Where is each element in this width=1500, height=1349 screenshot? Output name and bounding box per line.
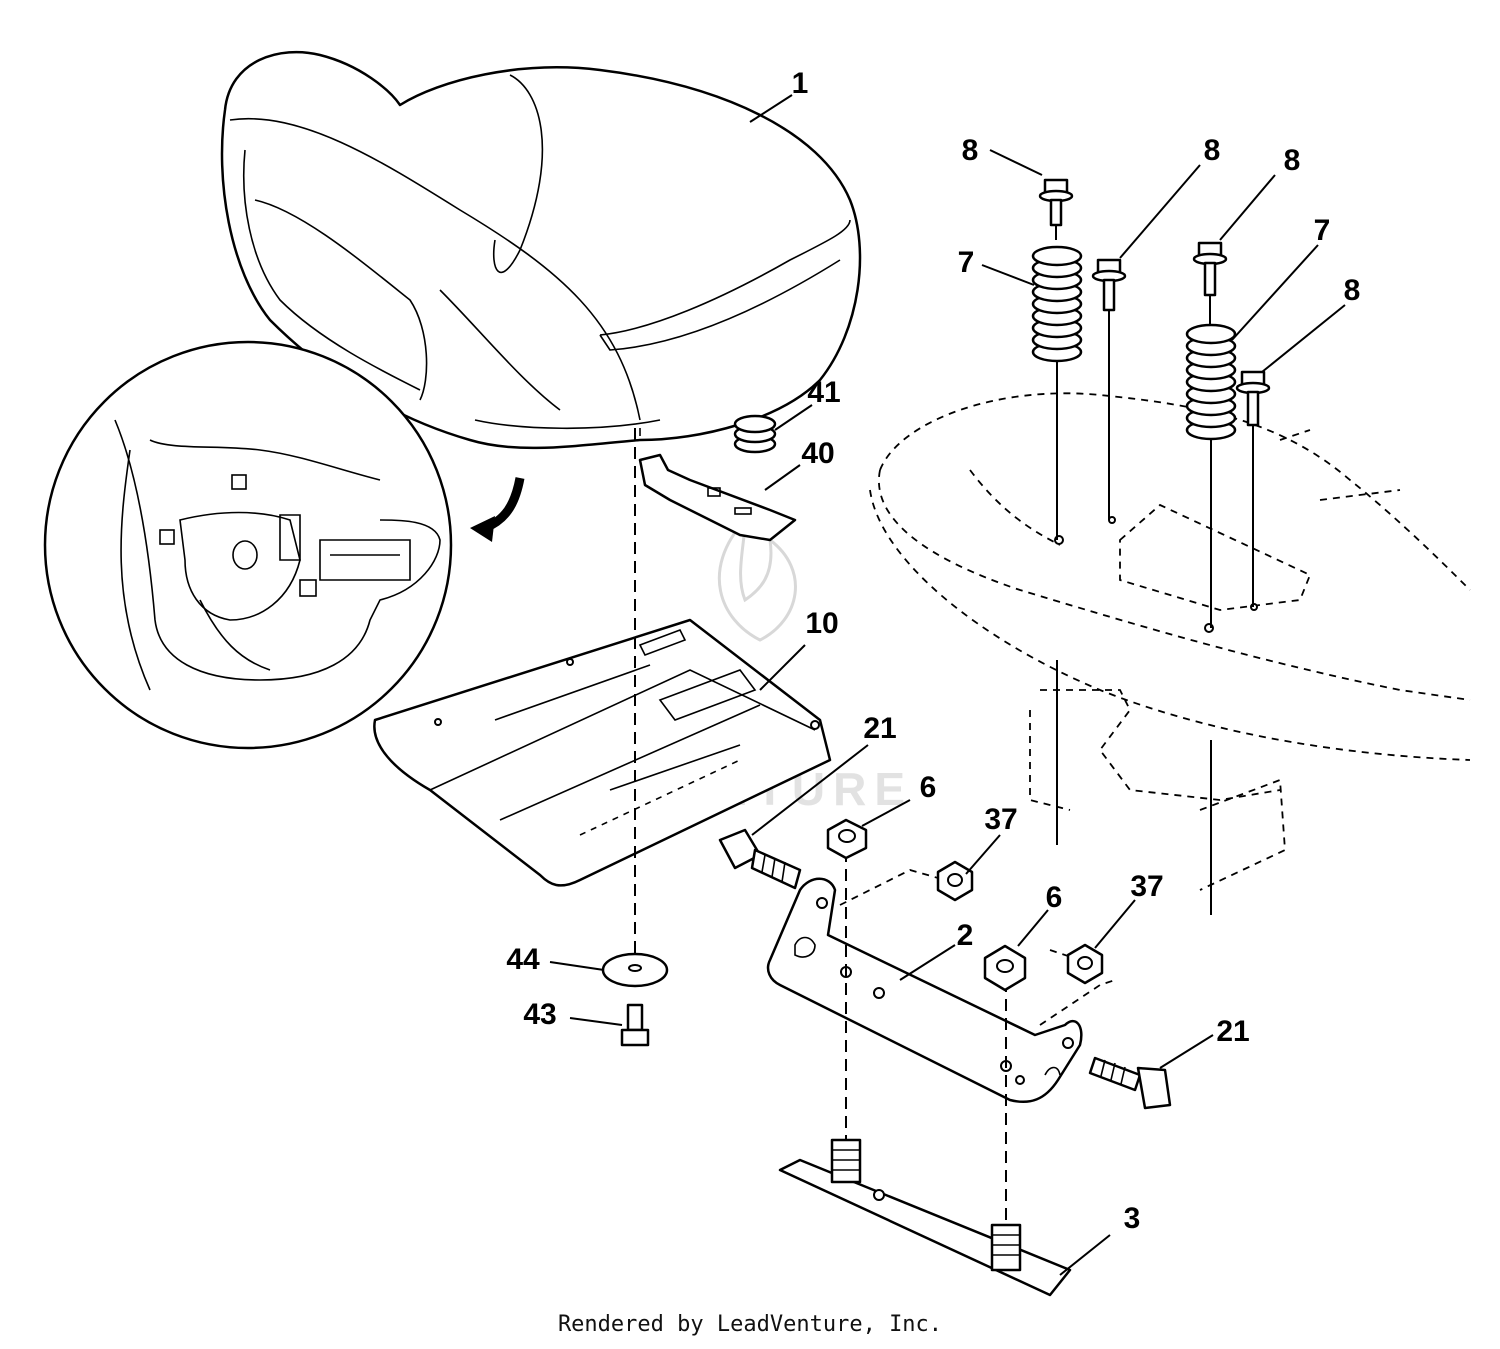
callout-spring-left: 7	[958, 246, 975, 279]
screw-43-part	[620, 1003, 650, 1047]
nut-37-top-part	[936, 860, 974, 902]
callout-plate-3: 3	[1124, 1202, 1141, 1235]
inset-pointer-arrow	[470, 477, 525, 542]
callout-nut-37-top: 37	[984, 803, 1017, 836]
callout-nut-37-bottom: 37	[1130, 870, 1163, 903]
seat-pan-10-part	[373, 618, 832, 887]
nut-6-bottom-part	[983, 944, 1027, 992]
callout-screw-43: 43	[523, 998, 556, 1031]
bracket-2-part	[766, 877, 1083, 1104]
callout-nut-6-bottom: 6	[1046, 881, 1063, 914]
bolt-21-bottom-part	[1088, 1056, 1172, 1110]
inset-detail	[43, 340, 453, 750]
callout-nut-6-top: 6	[920, 771, 937, 804]
nut-37-bottom-part	[1066, 943, 1104, 985]
plate-3-part	[778, 1138, 1072, 1297]
bracket-assembly-lines	[839, 850, 1116, 1220]
callout-washer-44: 44	[506, 943, 540, 976]
callout-bolt-21-top: 21	[863, 712, 896, 745]
bolt-8-parts	[1038, 178, 1271, 427]
clip-40-part	[638, 453, 797, 542]
rendered-by-footer: Rendered by LeadVenture, Inc.	[557, 1312, 943, 1337]
mower-deck-outline	[869, 392, 1471, 891]
spring-41-part	[733, 414, 777, 454]
callout-bolt-21-bottom: 21	[1216, 1015, 1249, 1048]
callout-pan-10: 10	[805, 607, 838, 640]
callout-labels: 1 8 8 8 8 7 7 41 40 10 21 6 37 6 37 2 44…	[506, 67, 1360, 1235]
callout-bolt-d: 8	[1344, 274, 1361, 307]
callout-bracket-2: 2	[957, 919, 974, 952]
callout-seat: 1	[792, 67, 809, 100]
callout-leader-lines	[549, 94, 1346, 1276]
callout-clip-40: 40	[801, 437, 834, 470]
spring-7-right-part	[1185, 323, 1237, 441]
callout-spring-41: 41	[807, 376, 840, 409]
seat-part	[220, 50, 862, 450]
bolt-21-top-part	[718, 828, 802, 890]
bolt-centerlines	[1055, 225, 1254, 915]
callout-bolt-b: 8	[1204, 134, 1221, 167]
callout-bolt-a: 8	[962, 134, 979, 167]
washer-44-part	[601, 952, 669, 988]
nut-6-top-part	[826, 818, 868, 860]
callout-spring-right: 7	[1314, 214, 1331, 247]
spring-7-left-part	[1031, 245, 1083, 363]
callout-bolt-c: 8	[1284, 144, 1301, 177]
